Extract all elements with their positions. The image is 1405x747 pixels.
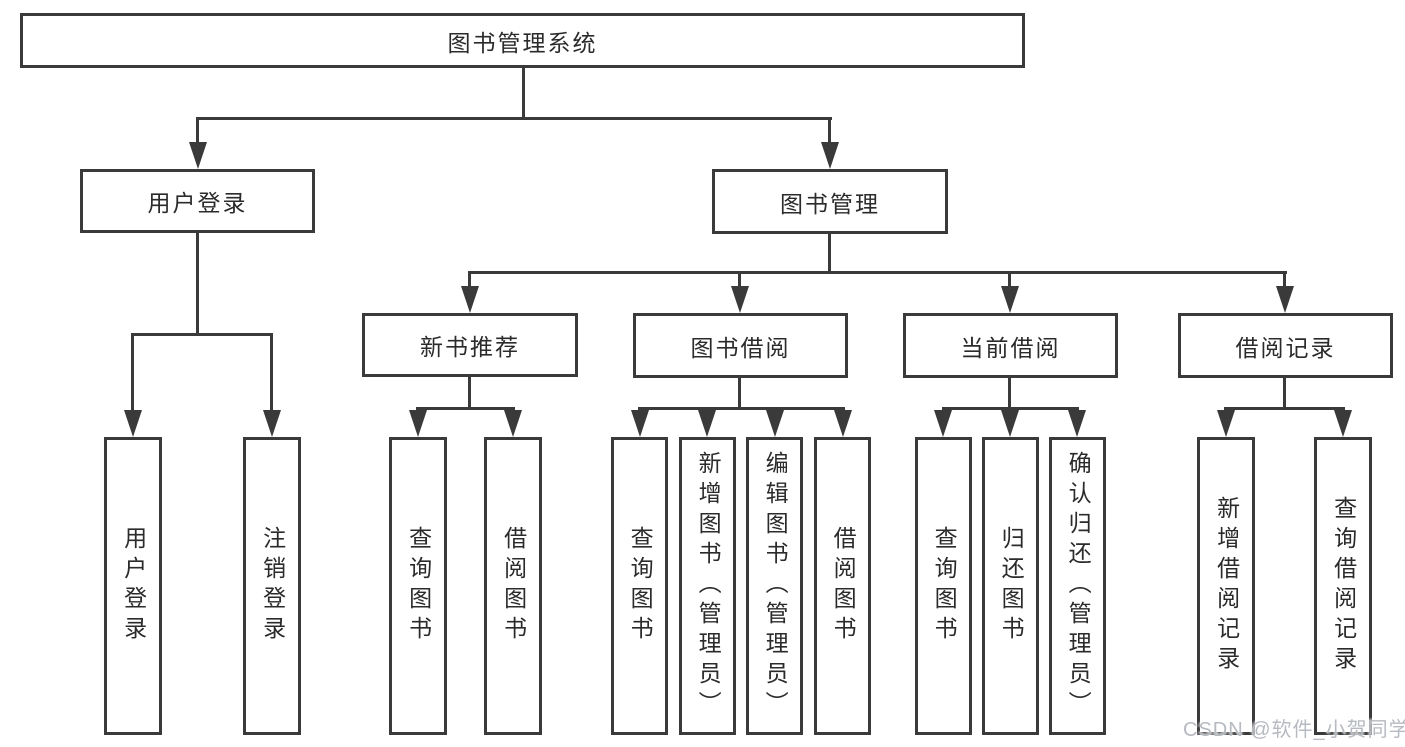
arrow-down-icon [1068, 410, 1086, 437]
connector-line [1283, 271, 1286, 287]
connector-line [468, 271, 1287, 274]
connector-line [416, 407, 515, 410]
node-label: 图书借阅 [690, 334, 791, 361]
node-book-management: 图书管理 [712, 169, 948, 234]
connector-line [196, 117, 199, 144]
arrow-down-icon [1001, 410, 1019, 437]
node-label: 新增图书（管理员） [695, 451, 722, 721]
arrow-down-icon [1001, 286, 1019, 313]
leaf-borrow-books-recommend: 借阅图书 [484, 437, 542, 735]
arrow-down-icon [189, 142, 207, 169]
node-label: 图书管理系统 [447, 29, 598, 56]
node-label: 注销登录 [259, 526, 286, 646]
arrow-down-icon [766, 410, 784, 437]
arrow-down-icon [461, 286, 479, 313]
arrow-down-icon [631, 410, 649, 437]
connector-line [1008, 377, 1011, 409]
arrow-down-icon [1217, 410, 1235, 437]
node-user-login: 用户登录 [80, 169, 315, 233]
node-label: 查询图书 [627, 526, 654, 646]
node-book-borrow: 图书借阅 [633, 313, 848, 378]
node-label: 编辑图书（管理员） [762, 451, 789, 721]
connector-line [131, 333, 273, 336]
node-label: 查询图书 [405, 526, 432, 646]
leaf-user-login: 用户登录 [104, 437, 162, 735]
node-label: 借阅图书 [830, 526, 857, 646]
node-label: 新增借阅记录 [1213, 496, 1240, 676]
arrow-down-icon [504, 410, 522, 437]
arrow-down-icon [263, 410, 281, 437]
connector-line [828, 117, 831, 144]
connector-line [738, 271, 741, 287]
node-label: 查询图书 [931, 526, 958, 646]
node-label: 借阅记录 [1235, 334, 1336, 361]
node-current-borrow: 当前借阅 [903, 313, 1118, 378]
leaf-logout: 注销登录 [243, 437, 301, 735]
connector-line [522, 68, 525, 118]
arrow-down-icon [409, 410, 427, 437]
leaf-borrow-books: 借阅图书 [814, 437, 871, 735]
node-label: 查询借阅记录 [1330, 496, 1357, 676]
arrow-down-icon [1276, 286, 1294, 313]
connector-line [1008, 271, 1011, 287]
node-new-book-recommend: 新书推荐 [362, 313, 578, 377]
connector-line [638, 407, 845, 410]
arrow-down-icon [124, 410, 142, 437]
arrow-down-icon [1334, 410, 1352, 437]
leaf-query-books-recommend: 查询图书 [389, 437, 447, 735]
leaf-return-books: 归还图书 [982, 437, 1039, 735]
leaf-confirm-return-admin: 确认归还（管理员） [1049, 437, 1106, 735]
arrow-down-icon [698, 410, 716, 437]
arrow-down-icon [821, 142, 839, 169]
leaf-add-borrow-record: 新增借阅记录 [1197, 437, 1255, 735]
connector-line [196, 117, 832, 120]
leaf-edit-book-admin: 编辑图书（管理员） [746, 437, 803, 735]
node-library-system: 图书管理系统 [20, 13, 1025, 68]
node-label: 图书管理 [780, 190, 880, 217]
arrow-down-icon [834, 410, 852, 437]
leaf-query-books-borrow: 查询图书 [611, 437, 668, 735]
connector-line [468, 271, 471, 287]
connector-line [270, 333, 273, 410]
leaf-query-books-current: 查询图书 [915, 437, 972, 735]
node-label: 当前借阅 [960, 334, 1061, 361]
connector-line [738, 377, 741, 409]
node-label: 确认归还（管理员） [1065, 451, 1092, 721]
connector-line [468, 375, 471, 409]
node-label: 归还图书 [998, 526, 1025, 646]
node-label: 借阅图书 [500, 526, 527, 646]
connector-line [828, 233, 831, 274]
node-label: 用户登录 [147, 190, 248, 216]
connector-line [1283, 377, 1286, 409]
arrow-down-icon [934, 410, 952, 437]
leaf-query-borrow-record: 查询借阅记录 [1314, 437, 1372, 735]
connector-line [942, 407, 1079, 410]
connector-line [131, 333, 134, 410]
connector-line [1224, 407, 1345, 410]
leaf-add-book-admin: 新增图书（管理员） [679, 437, 736, 735]
connector-line [196, 232, 199, 336]
node-label: 用户登录 [120, 526, 147, 646]
csdn-watermark: CSDN @软件_小贺同学 [1183, 719, 1405, 741]
node-label: 新书推荐 [420, 334, 520, 360]
node-borrow-records: 借阅记录 [1178, 313, 1393, 378]
arrow-down-icon [731, 286, 749, 313]
